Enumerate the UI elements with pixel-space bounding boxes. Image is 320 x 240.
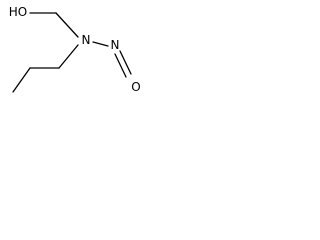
bond-nitrogen-nitrogen (92, 41, 109, 47)
bond-nitroso-double-1 (119, 50, 132, 75)
bond-methylene-amine-nitrogen (55, 12, 79, 38)
hydroxyl-label: HO (9, 5, 27, 19)
amine-nitrogen-label: N (82, 33, 91, 47)
bond-propyl-c2-c3 (12, 67, 31, 93)
nitroso-oxygen-label: O (131, 80, 140, 94)
structural-formula: HO N N O (9, 5, 141, 94)
bond-nitrogen-propyl-c1 (58, 44, 79, 69)
nitroso-nitrogen-label: N (111, 38, 120, 52)
bond-nitroso-double-2 (114, 53, 127, 78)
